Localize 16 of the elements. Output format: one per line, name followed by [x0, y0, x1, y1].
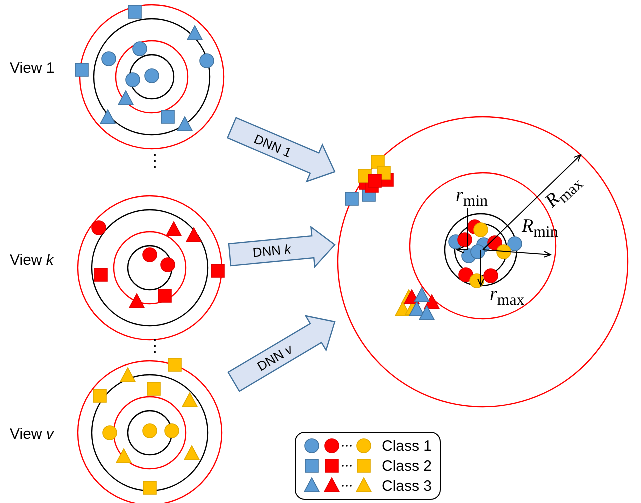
- radius-label: r$_{min}$: [456, 185, 488, 211]
- view-label: View v: [10, 426, 54, 443]
- edge-label: DNN 1: [252, 131, 294, 160]
- block-arrow: [228, 315, 336, 392]
- block-arrow: [226, 117, 336, 183]
- legend-text: Class 1: [382, 438, 432, 454]
- edge-label: DNN k: [252, 242, 292, 260]
- radius-label: r$_{max}$: [490, 284, 525, 310]
- ellipsis-mark: ⋮: [146, 335, 164, 357]
- edge-label: DNN v: [254, 341, 296, 374]
- legend-text: Class 2: [382, 458, 432, 474]
- view-label: View k: [10, 252, 54, 269]
- legend-text: Class 3: [382, 478, 432, 494]
- view-label: View 1: [10, 60, 55, 77]
- block-arrow: [228, 226, 336, 268]
- ellipsis-mark: ⋮: [146, 150, 164, 172]
